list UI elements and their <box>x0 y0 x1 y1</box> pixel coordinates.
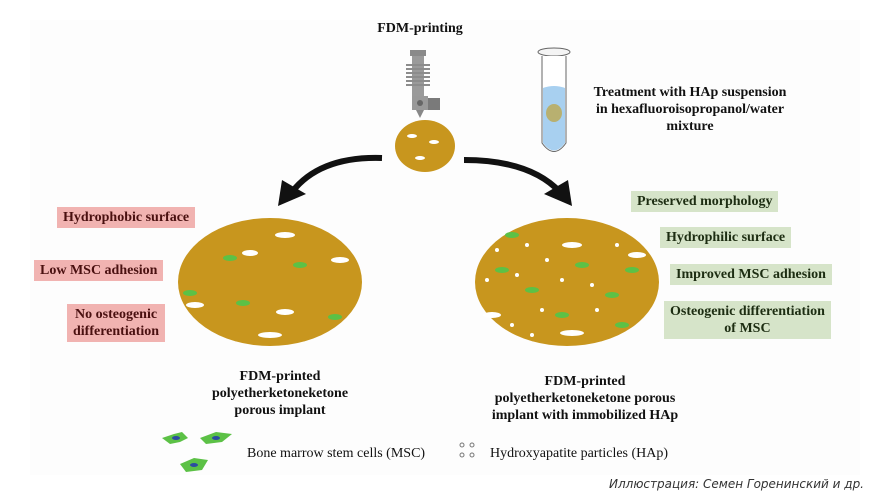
caption-line: polyetherketoneketone porous <box>494 391 676 406</box>
caption-line: implant with immobilized HAp <box>491 408 679 423</box>
legend-hap: Hydroxyapatite particles (HAp) <box>490 446 669 461</box>
msc-cell-icon <box>162 432 232 472</box>
caption-line: FDM-printed <box>544 374 626 389</box>
property-line: differentiation <box>73 324 160 339</box>
small-implant-icon <box>395 120 455 172</box>
fdm-printing-title: FDM-printing <box>377 21 463 36</box>
legend-msc: Bone marrow stem cells (MSC) <box>247 446 426 461</box>
right-caption: FDM-printed polyetherketoneketone porous… <box>490 373 680 424</box>
property-line: of MSC <box>724 321 771 336</box>
treatment-line: in hexafluoroisopropanol/water <box>595 102 785 117</box>
caption-line: FDM-printed <box>239 369 321 384</box>
property-improved-adhesion: Improved MSC adhesion <box>670 264 832 285</box>
property-line: Osteogenic differentiation <box>670 304 825 319</box>
hap-implant-icon <box>475 218 659 346</box>
property-hydrophobic: Hydrophobic surface <box>57 207 196 228</box>
hap-particles-icon <box>459 442 475 458</box>
left-caption: FDM-printed polyetherketoneketone porous… <box>200 368 360 419</box>
treatment-text: Treatment with HAp suspension in hexaflu… <box>570 84 810 135</box>
property-line: No osteogenic <box>75 307 158 322</box>
property-low-adhesion: Low MSC adhesion <box>34 260 164 281</box>
treatment-line: Treatment with HAp suspension <box>593 85 787 100</box>
property-no-osteogenic: No osteogenic differentiation <box>67 304 166 342</box>
printer-head-icon <box>406 50 440 118</box>
treatment-line: mixture <box>666 119 714 134</box>
property-preserved-morphology: Preserved morphology <box>631 191 779 212</box>
plain-implant-icon <box>178 218 362 346</box>
property-hydrophilic: Hydrophilic surface <box>660 227 792 248</box>
property-osteogenic: Osteogenic differentiation of MSC <box>664 301 831 339</box>
caption-line: porous implant <box>234 403 326 418</box>
image-credit: Иллюстрация: Семен Горенинский и др. <box>609 477 864 491</box>
caption-line: polyetherketoneketone <box>211 386 349 401</box>
right-arrow-icon <box>463 157 572 206</box>
left-arrow-icon <box>278 154 383 206</box>
test-tube-icon <box>537 47 571 152</box>
